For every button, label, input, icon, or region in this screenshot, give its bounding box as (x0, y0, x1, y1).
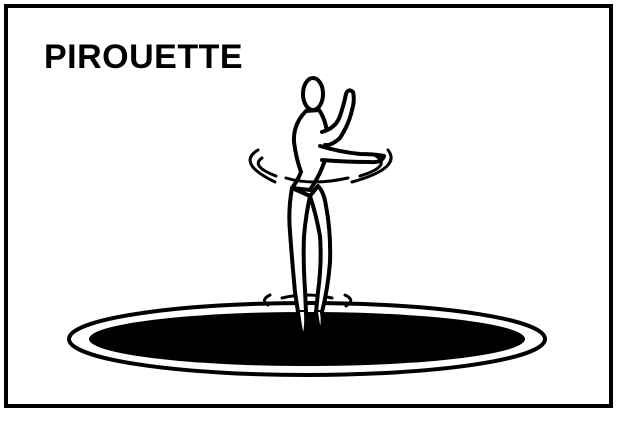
dancer-figure (289, 78, 384, 340)
